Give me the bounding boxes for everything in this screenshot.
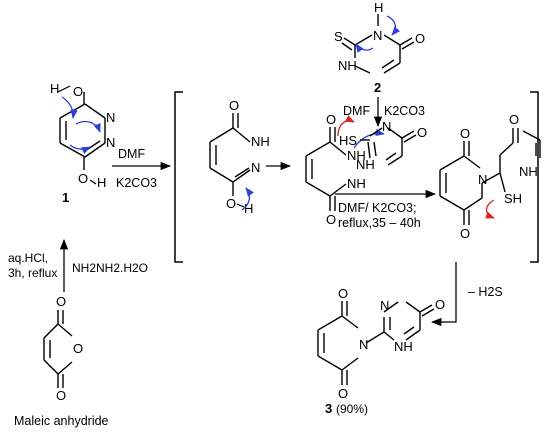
- c1-OH-bond-top: [57, 85, 71, 93]
- ia-curved-arrow: [241, 187, 254, 211]
- thiol-tautomer-structure: [360, 127, 417, 166]
- c2-H: H: [374, 0, 383, 15]
- c3-O-top: O: [338, 286, 348, 301]
- ia-NH: NH: [251, 134, 270, 149]
- thiol-condition-right: K2CO3: [384, 104, 425, 118]
- c1-O-bottom: O: [78, 171, 88, 186]
- bracket-left: [174, 91, 183, 263]
- thiol-red-arrow: [337, 115, 355, 137]
- bracket-right: [530, 91, 539, 263]
- c3-NH: NH: [394, 339, 413, 354]
- adduct-red-arrow: [485, 199, 495, 219]
- intermediate-a-structure: [209, 113, 251, 196]
- c1-H-top: H: [50, 81, 59, 96]
- step1-condition-bottom: K2CO3: [116, 176, 157, 190]
- main-condition-line1: DMF/ K2CO3;: [338, 201, 417, 215]
- c1-N-1: N: [106, 110, 115, 125]
- compound-3-yield: (90%): [336, 402, 368, 416]
- ma-O-top: O: [56, 294, 66, 309]
- main-condition-line2: reflux,35 – 40h: [338, 216, 421, 230]
- ia-H: H: [244, 201, 253, 216]
- thiol-O: O: [417, 125, 427, 140]
- step1-condition-top: DMF: [118, 147, 145, 161]
- c3-N: N: [359, 337, 368, 352]
- compound-2-structure: [341, 14, 415, 74]
- ib-NH-2: NH: [347, 176, 366, 191]
- compound-1-label: 1: [62, 190, 69, 205]
- c1-H-bottom: H: [97, 175, 106, 190]
- elimination-arrow: [430, 262, 457, 327]
- hydrazine-reagent: NH2NH2.H2O: [72, 261, 148, 275]
- c1-curved-arrow-2: [75, 120, 101, 133]
- ib-O-bottom: O: [326, 212, 336, 227]
- ia-N: N: [251, 160, 260, 175]
- c1-curved-arrow-1: [61, 96, 78, 119]
- maleic-anhydride-structure: [43, 310, 73, 388]
- compound-3-label: 3: [325, 401, 332, 416]
- c2-N-top: N: [373, 28, 382, 43]
- c2-curved-arrow-1: [386, 15, 401, 36]
- c2-curved-arrow-2: [355, 43, 374, 53]
- hydrolysis-left-line1: aq.HCl,: [8, 251, 48, 265]
- c2-O: O: [415, 31, 425, 46]
- ia-O-bottom: O: [226, 196, 236, 211]
- c1-OH-bond-bottom: [89, 179, 97, 185]
- ib-attack-arrow: [353, 128, 385, 149]
- elimination-condition: – H2S: [468, 285, 503, 299]
- ia-OH-bond: [236, 203, 245, 208]
- c2-S: S: [334, 29, 343, 44]
- thiol-NH: NH: [356, 157, 375, 172]
- ia-O-top: O: [229, 98, 239, 113]
- hydrolysis-left-line2: 3h, reflux: [8, 266, 57, 280]
- thiol-condition-left: DMF: [343, 104, 370, 118]
- c3-O-bottom: O: [338, 386, 348, 401]
- c2-NH: NH: [338, 58, 357, 73]
- thiol-HS: HS: [339, 133, 357, 148]
- adduct-O-top: O: [460, 126, 470, 141]
- adduct-NH: NH: [519, 164, 538, 179]
- compound-2-label: 2: [374, 80, 381, 95]
- ib-NH-1: NH: [347, 148, 366, 163]
- c1-N-2: N: [106, 135, 115, 150]
- compound-3-structure: [317, 301, 435, 385]
- ma-O-ring: O: [73, 341, 83, 356]
- ib-O-top: O: [326, 112, 336, 127]
- c1-curved-arrow-3: [69, 144, 91, 154]
- c3-N-ring: N: [380, 298, 389, 313]
- adduct-O-bottom: O: [460, 226, 470, 241]
- ma-O-bottom: O: [56, 388, 66, 403]
- adduct-O-ring: O: [509, 112, 519, 127]
- compound-1-structure: [59, 92, 106, 170]
- adduct-N: N: [478, 172, 487, 187]
- intermediate-b-structure: [305, 127, 347, 211]
- adduct-SH: SH: [504, 191, 522, 206]
- c1-O-top: O: [73, 84, 83, 99]
- c3-O-ring: O: [435, 297, 445, 312]
- adduct-structure: [439, 128, 541, 225]
- thiol-N: N: [382, 119, 391, 134]
- maleic-anhydride-label: Maleic anhydride: [14, 414, 109, 428]
